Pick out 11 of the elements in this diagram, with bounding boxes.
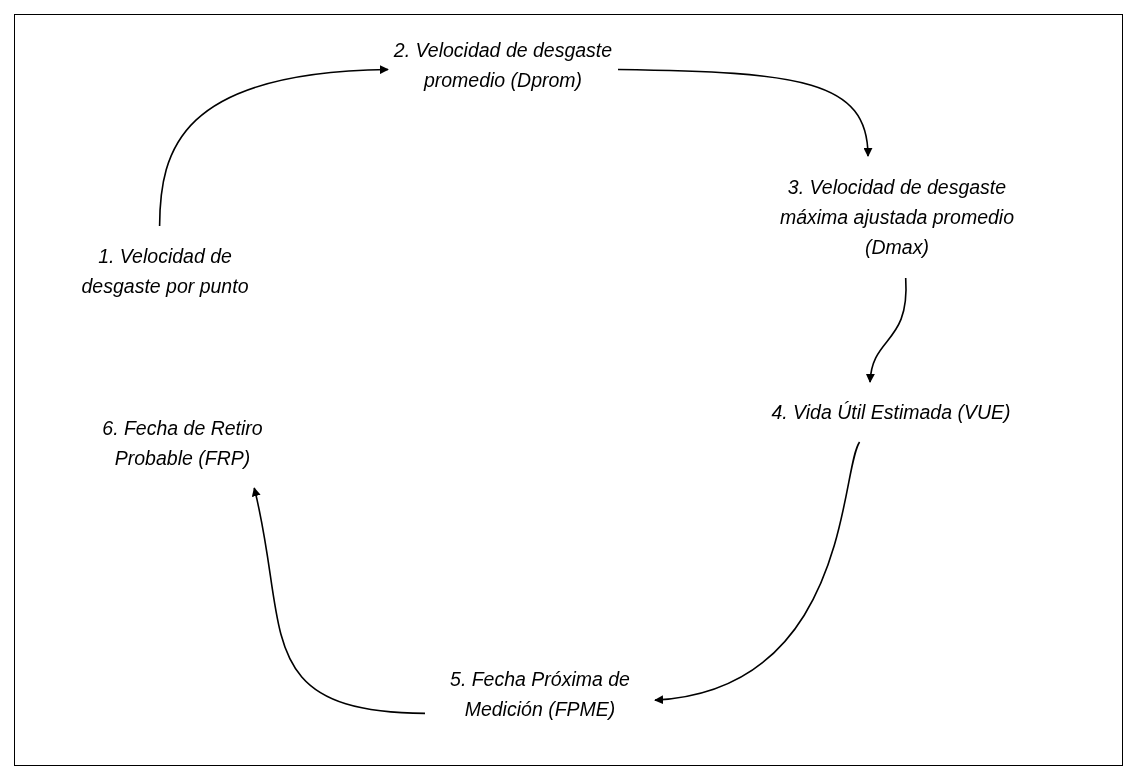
step-label: 2. Velocidad de desgaste promedio (Dprom): [392, 38, 614, 93]
step-label: 4. Vida Útil Estimada (VUE): [771, 400, 1011, 425]
curved-arrow: [617, 68, 872, 157]
step-label: 5. Fecha Próxima de Medición (FPME): [449, 667, 631, 722]
step-label: 3. Velocidad de desgaste máxima ajustada promedio (Dmax): [778, 175, 1016, 260]
curved-arrow: [866, 277, 907, 383]
step-label: 6. Fecha de Retiro Probable (FRP): [101, 416, 264, 471]
step-label: 1. Velocidad de desgaste por punto: [80, 244, 250, 299]
curved-arrow: [158, 65, 389, 227]
curved-arrow: [251, 487, 426, 715]
curved-arrow: [654, 441, 861, 704]
